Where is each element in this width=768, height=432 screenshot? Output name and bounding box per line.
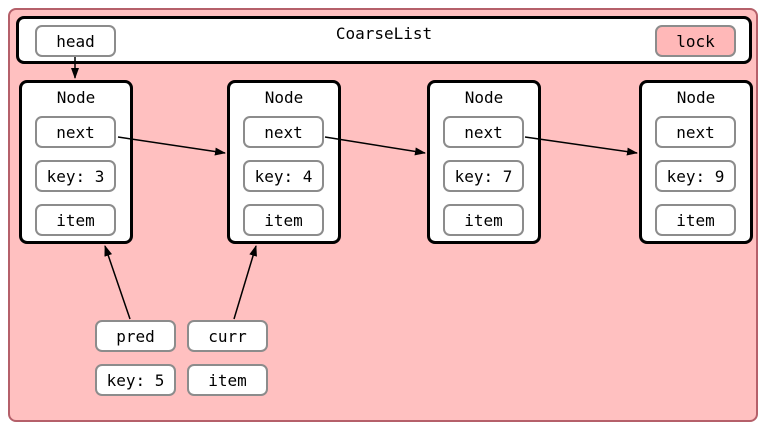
curr-field: curr bbox=[187, 320, 268, 352]
head-field: head bbox=[35, 25, 116, 57]
coarse-list-box bbox=[16, 16, 752, 64]
curr-item-field: item bbox=[187, 364, 268, 396]
pred-pointer-arrow bbox=[104, 245, 131, 320]
node-key-field: key: 3 bbox=[35, 160, 116, 192]
node-next-field: next bbox=[443, 116, 524, 148]
node-title: Node bbox=[676, 88, 716, 107]
node-next-field: next bbox=[655, 116, 736, 148]
lock-field: lock bbox=[655, 25, 736, 57]
coarse-list-title: CoarseList bbox=[335, 24, 433, 43]
pred-key-field: key: 5 bbox=[95, 364, 176, 396]
next-pointer-arrow bbox=[324, 136, 426, 156]
node-title: Node bbox=[56, 88, 96, 107]
node-item-field: item bbox=[443, 204, 524, 236]
next-pointer-arrow bbox=[524, 136, 638, 156]
node-title: Node bbox=[264, 88, 304, 107]
node-key-field: key: 7 bbox=[443, 160, 524, 192]
node-item-field: item bbox=[655, 204, 736, 236]
curr-pointer-arrow bbox=[233, 245, 257, 320]
pred-field: pred bbox=[95, 320, 176, 352]
node-next-field: next bbox=[35, 116, 116, 148]
node-title: Node bbox=[464, 88, 504, 107]
container-background bbox=[8, 8, 758, 422]
node-key-field: key: 9 bbox=[655, 160, 736, 192]
next-pointer-arrow bbox=[117, 136, 226, 156]
node-key-field: key: 4 bbox=[243, 160, 324, 192]
node-next-field: next bbox=[243, 116, 324, 148]
node-item-field: item bbox=[243, 204, 324, 236]
node-item-field: item bbox=[35, 204, 116, 236]
